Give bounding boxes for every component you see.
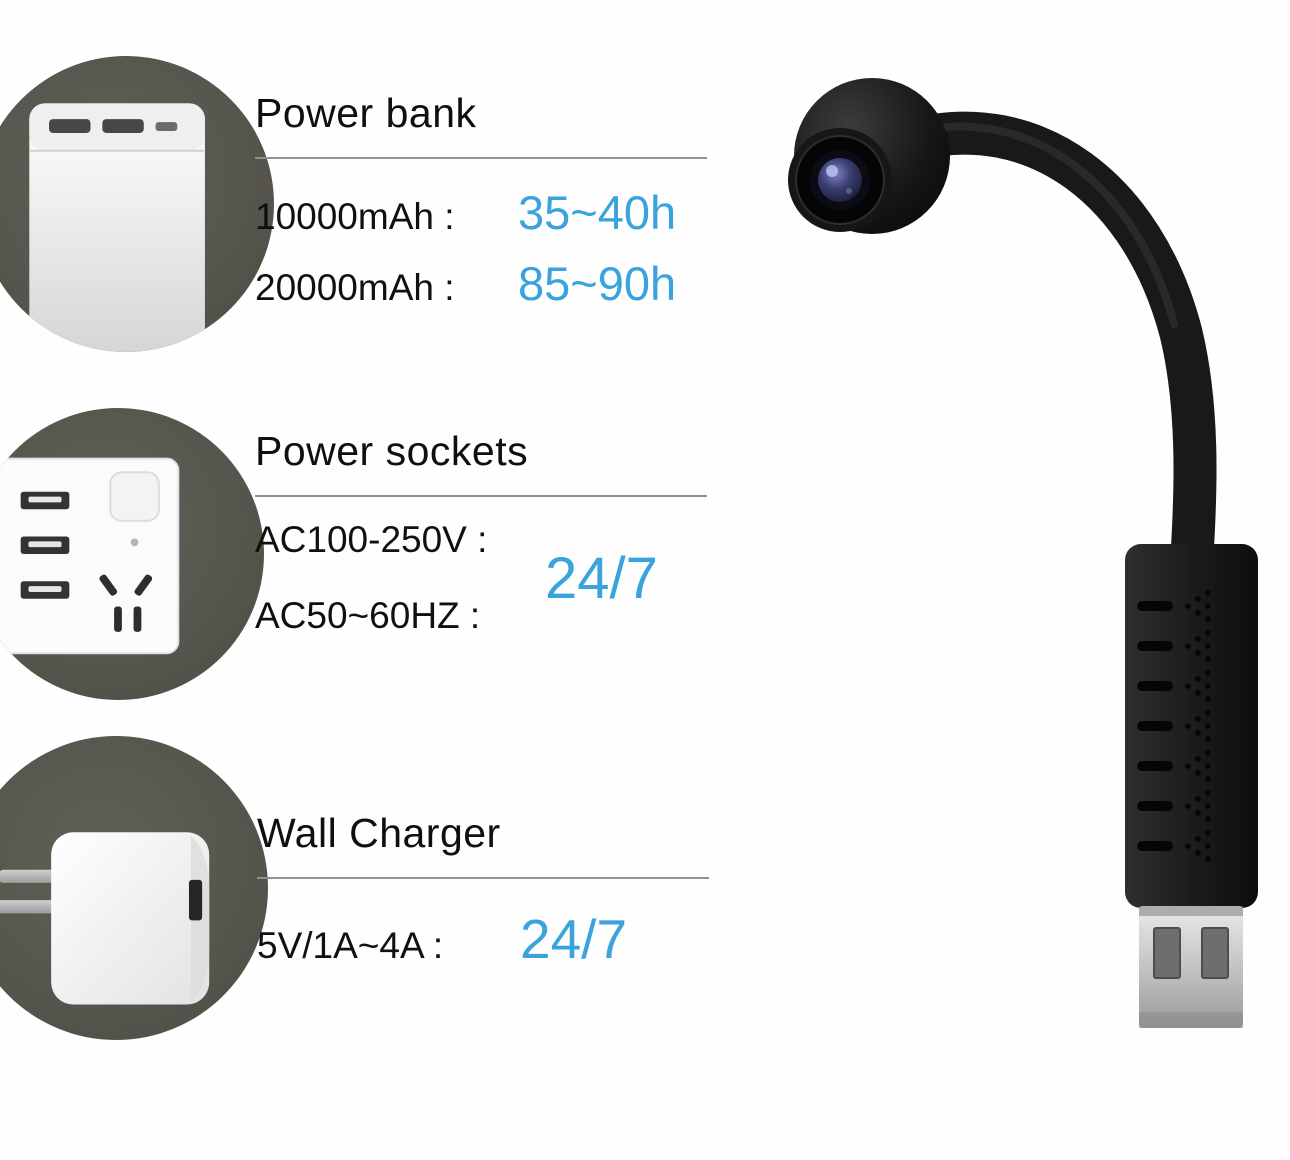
- section-power-bank: Power bank 10000mAh : 35~40h 20000mAh : …: [255, 90, 725, 311]
- divider-line: [257, 877, 709, 879]
- camera-usb-connector: [1139, 906, 1243, 1028]
- spec-row: 20000mAh : 85~90h: [255, 256, 725, 311]
- power-bank-illustration: [29, 103, 205, 352]
- spec-row: 10000mAh : 35~40h: [255, 185, 725, 240]
- usb-ports-icon: [20, 491, 70, 599]
- spec-label: 10000mAh :: [255, 196, 455, 237]
- power-bank-body: [29, 103, 205, 352]
- socket-switch: [109, 471, 160, 522]
- spec-labels: AC100-250V : AC50~60HZ :: [255, 519, 517, 637]
- charger-prong: [0, 900, 58, 914]
- divider-line: [255, 157, 707, 159]
- divider-line: [255, 495, 707, 497]
- power-bank-photo-circle: [0, 56, 274, 352]
- spec-label: AC100-250V :: [255, 519, 488, 560]
- wall-charger-photo-circle: [0, 736, 268, 1040]
- power-socket-photo-circle: [0, 408, 264, 700]
- indicator-dot: [130, 538, 139, 547]
- camera-lens-icon: [788, 128, 892, 232]
- usb-camera-photo: [740, 28, 1290, 1108]
- spec-label: 5V/1A~4A :: [257, 925, 444, 966]
- spec-value: 35~40h: [518, 186, 677, 239]
- charger-body: [51, 832, 210, 1005]
- usb-port-icon: [102, 119, 144, 133]
- section-title: Wall Charger: [257, 810, 501, 856]
- usb-port-icon: [188, 879, 203, 921]
- spec-row: 5V/1A~4A : 24/7: [257, 907, 727, 971]
- micro-usb-port-icon: [155, 122, 178, 131]
- spec-label: AC50~60HZ :: [255, 595, 481, 636]
- section-wall-charger: Wall Charger 5V/1A~4A : 24/7: [257, 810, 727, 971]
- section-power-sockets: Power sockets AC100-250V : AC50~60HZ : 2…: [255, 428, 725, 637]
- usb-camera-illustration: [788, 78, 1258, 1028]
- spec-value: 85~90h: [518, 257, 677, 310]
- section-title: Power bank: [255, 90, 477, 136]
- section-title: Power sockets: [255, 428, 529, 474]
- outlet-holes-icon: [99, 574, 153, 632]
- camera-usb-body: [1125, 544, 1258, 908]
- charger-prong: [0, 869, 58, 883]
- gooseneck-highlight: [910, 122, 1178, 328]
- spec-row-group: AC100-250V : AC50~60HZ : 24/7: [255, 519, 725, 637]
- spec-value: 24/7: [520, 908, 628, 970]
- power-socket-illustration: [0, 457, 180, 655]
- usb-port-icon: [49, 119, 91, 133]
- camera-gooseneck: [890, 111, 1217, 578]
- spec-label: 20000mAh :: [255, 267, 455, 308]
- spec-value: 24/7: [545, 545, 658, 611]
- wall-charger-illustration: [0, 832, 210, 1005]
